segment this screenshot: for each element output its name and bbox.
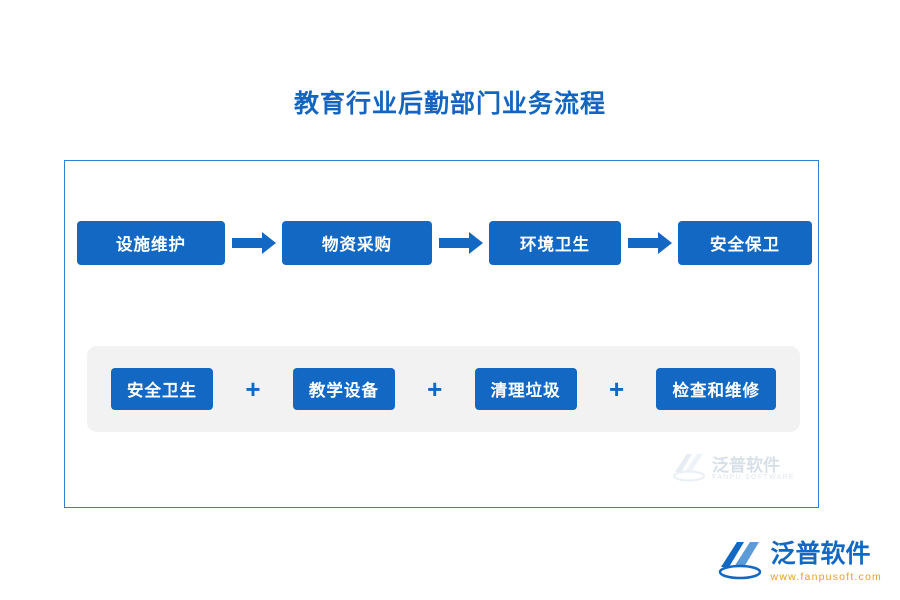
brand-logo-texts: 泛普软件 www.fanpusoft.com (770, 541, 882, 583)
tag-panel: 安全卫生 + 教学设备 + 清理垃圾 + 检查和维修 (87, 346, 800, 432)
fanpu-logo-icon (717, 539, 763, 586)
watermark-brand-en: FANPU SOFTWARE (712, 474, 795, 482)
plus-separator: + (245, 374, 261, 404)
diagram-frame: 设施维护 物资采购 环境卫生 (64, 160, 819, 508)
process-flow-row: 设施维护 物资采购 环境卫生 (77, 219, 812, 267)
arrow-right-icon (225, 232, 282, 254)
brand-logo: 泛普软件 www.fanpusoft.com (717, 539, 882, 586)
fanpu-logo-icon (672, 452, 706, 487)
flow-step-1[interactable]: 设施维护 (77, 221, 225, 265)
tag-item-3[interactable]: 清理垃圾 (474, 368, 577, 410)
flow-step-3-label: 环境卫生 (520, 235, 590, 254)
brand-website: www.fanpusoft.com (770, 570, 882, 583)
flow-step-4-label: 安全保卫 (710, 235, 780, 254)
tag-item-3-label: 清理垃圾 (490, 381, 561, 400)
plus-separator: + (608, 374, 625, 404)
tag-item-1-label: 安全卫生 (127, 381, 197, 400)
flow-step-2[interactable]: 物资采购 (282, 221, 432, 265)
tag-item-1[interactable]: 安全卫生 (111, 368, 213, 410)
flow-step-3[interactable]: 环境卫生 (489, 221, 621, 265)
plus-separator: + (427, 374, 443, 404)
tag-item-4-label: 检查和维修 (672, 381, 760, 400)
arrow-right-icon (432, 232, 489, 254)
watermark-brand-cn: 泛普软件 (712, 455, 780, 475)
arrow-right-icon (621, 232, 678, 254)
tag-item-2[interactable]: 教学设备 (292, 368, 395, 410)
watermark-texts: 泛普软件 FANPU SOFTWARE (712, 455, 795, 482)
flow-step-2-label: 物资采购 (322, 235, 392, 254)
tag-item-4[interactable]: 检查和维修 (656, 368, 776, 410)
flow-step-1-label: 设施维护 (116, 235, 186, 254)
flow-step-4[interactable]: 安全保卫 (678, 221, 812, 265)
watermark-center: 泛普软件 FANPU SOFTWARE (672, 448, 822, 490)
tag-item-2-label: 教学设备 (308, 381, 379, 400)
page-title: 教育行业后勤部门业务流程 (293, 91, 606, 118)
brand-name-cn: 泛普软件 (770, 541, 871, 569)
